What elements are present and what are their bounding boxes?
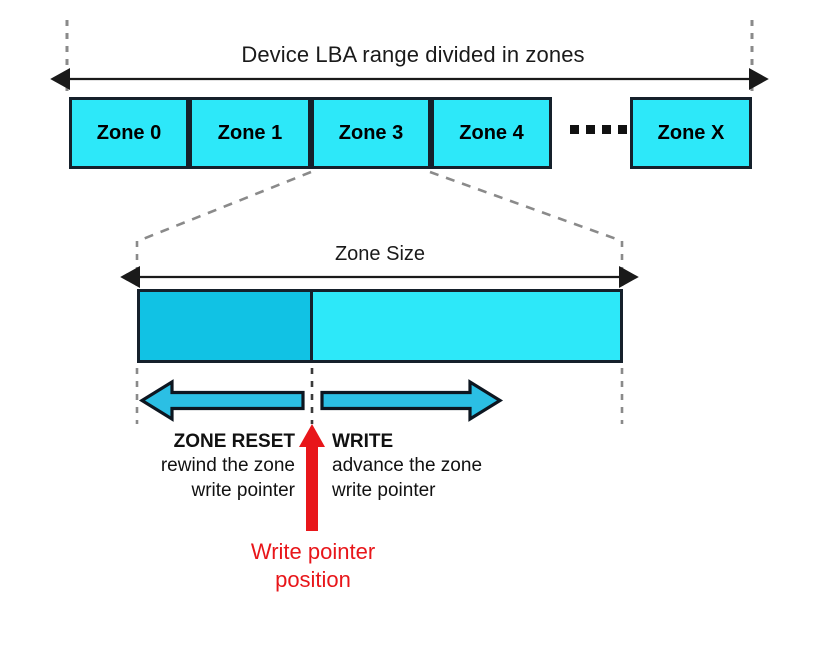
ellipsis-dot <box>602 125 611 134</box>
write-line1: advance the zone <box>332 455 483 477</box>
lba-range-title: Device LBA range divided in zones <box>241 42 585 67</box>
write-line2: write pointer <box>332 479 436 501</box>
zoom-connector-right <box>429 170 623 243</box>
write-arrow <box>320 379 504 422</box>
zone-ellipsis-icon <box>570 125 627 134</box>
zone-reset-arrow <box>138 379 305 422</box>
write-pointer-label: Write pointer position <box>193 538 433 593</box>
zone-reset-line2: write pointer <box>191 479 296 501</box>
zoom-connector-left <box>137 170 312 243</box>
zone-box-3[interactable]: Zone 3 <box>311 97 431 169</box>
zone-free-region <box>312 292 620 360</box>
write-caption: WRITE advance the zone write pointer <box>332 430 552 503</box>
ellipsis-dot <box>570 125 579 134</box>
write-pointer-line2: position <box>275 566 351 592</box>
zone-written-region <box>140 292 313 360</box>
zone-box-label: Zone X <box>657 121 725 144</box>
ellipsis-dot <box>618 125 627 134</box>
zone-box-label: Zone 0 <box>96 121 162 144</box>
write-pointer-arrow <box>299 424 325 531</box>
zone-box-label: Zone 3 <box>338 121 404 144</box>
zone-reset-heading: ZONE RESET <box>173 431 295 452</box>
zone-reset-line1: rewind the zone <box>160 455 295 477</box>
zone-box-label: Zone 1 <box>217 121 283 144</box>
zone-box-x[interactable]: Zone X <box>630 97 752 169</box>
zone-size-label: Zone Size <box>334 243 426 265</box>
ellipsis-dot <box>586 125 595 134</box>
zone-box-4[interactable]: Zone 4 <box>431 97 552 169</box>
zone-box-label: Zone 4 <box>459 121 524 144</box>
zone-box-0[interactable]: Zone 0 <box>69 97 189 169</box>
write-pointer-line1: Write pointer <box>250 539 376 564</box>
zone-box-1[interactable]: Zone 1 <box>189 97 311 169</box>
write-heading: WRITE <box>332 431 394 452</box>
zone-reset-caption: ZONE RESET rewind the zone write pointer <box>95 430 295 503</box>
zone-capacity-bar[interactable] <box>137 289 623 363</box>
